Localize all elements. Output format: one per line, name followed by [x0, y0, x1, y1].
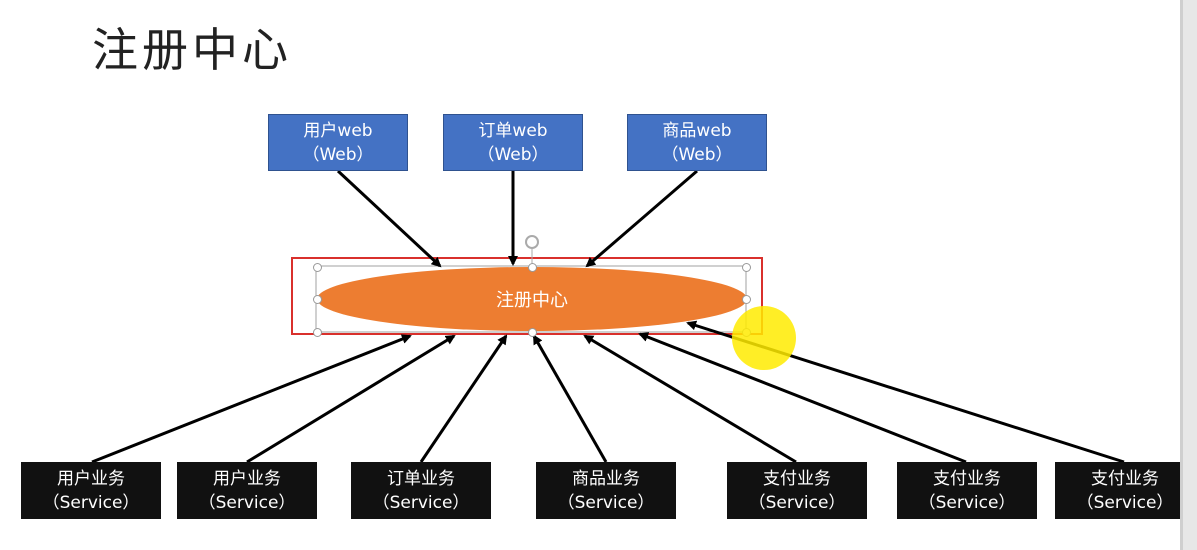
cursor-highlight — [732, 306, 796, 370]
resize-handle[interactable] — [528, 263, 537, 272]
node-name: 用户web — [303, 120, 373, 141]
node-type: （Service） — [918, 492, 1016, 513]
service-node-user-1[interactable]: 用户业务 （Service） — [21, 462, 161, 519]
arrow-web-3 — [585, 169, 698, 268]
registry-center-ellipse[interactable] — [317, 267, 747, 331]
node-type: （Service） — [557, 492, 655, 513]
service-node-payment-1[interactable]: 支付业务 （Service） — [727, 462, 867, 519]
resize-handle[interactable] — [528, 328, 537, 337]
arrow-svc-2 — [246, 334, 456, 464]
node-type: （Web） — [661, 144, 733, 165]
node-name: 订单web — [478, 120, 548, 141]
resize-handle[interactable] — [742, 295, 751, 304]
node-type: （Service） — [42, 492, 140, 513]
arrow-web-1 — [336, 169, 442, 268]
service-node-product[interactable]: 商品业务 （Service） — [536, 462, 676, 519]
resize-handle[interactable] — [313, 328, 322, 337]
selection-frame — [291, 257, 763, 335]
node-name: 商品web — [662, 120, 732, 141]
node-name: 订单业务 — [387, 468, 455, 489]
node-name: 支付业务 — [763, 468, 831, 489]
node-name: 商品业务 — [572, 468, 640, 489]
node-type: （Service） — [372, 492, 470, 513]
resize-handle[interactable] — [313, 263, 322, 272]
arrow-svc-6 — [638, 332, 967, 464]
web-node-product[interactable]: 商品web （Web） — [627, 114, 767, 171]
service-node-user-2[interactable]: 用户业务 （Service） — [177, 462, 317, 519]
node-type: （Service） — [198, 492, 296, 513]
node-name: 支付业务 — [1091, 468, 1159, 489]
node-type: （Service） — [748, 492, 846, 513]
resize-handle[interactable] — [313, 295, 322, 304]
rotate-handle-icon[interactable] — [525, 235, 539, 249]
resize-handle[interactable] — [742, 263, 751, 272]
node-type: （Web） — [302, 144, 374, 165]
node-type: （Service） — [1076, 492, 1174, 513]
node-name: 用户业务 — [57, 468, 125, 489]
node-type: （Web） — [477, 144, 549, 165]
web-node-order[interactable]: 订单web （Web） — [443, 114, 583, 171]
arrow-svc-4 — [532, 334, 608, 463]
arrow-svc-5 — [583, 334, 797, 464]
node-name: 用户业务 — [213, 468, 281, 489]
registry-center-label: 注册中心 — [496, 290, 568, 311]
slide-title: 注册中心 — [92, 23, 292, 77]
service-node-payment-3[interactable]: 支付业务 （Service） — [1055, 462, 1195, 519]
window-edge — [1180, 0, 1197, 550]
web-node-user[interactable]: 用户web （Web） — [268, 114, 408, 171]
service-node-order[interactable]: 订单业务 （Service） — [351, 462, 491, 519]
node-name: 支付业务 — [933, 468, 1001, 489]
arrow-svc-3 — [419, 334, 508, 463]
service-node-payment-2[interactable]: 支付业务 （Service） — [897, 462, 1037, 519]
arrow-svc-1 — [91, 334, 412, 464]
